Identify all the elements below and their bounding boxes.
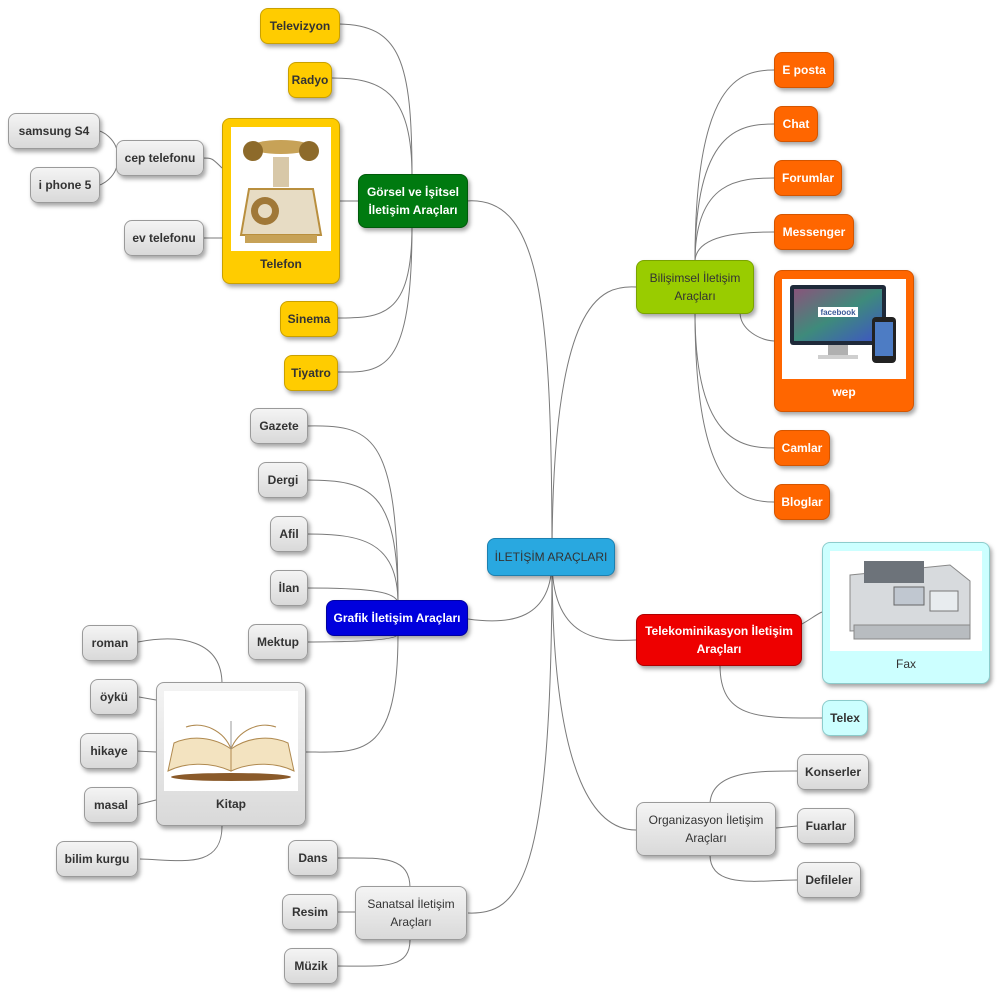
leaf-televizyon[interactable]: Televizyon [260, 8, 340, 44]
leaf-resim[interactable]: Resim [282, 894, 338, 930]
leaf-hikaye[interactable]: hikaye [80, 733, 138, 769]
fax-icon [830, 551, 982, 651]
card-telefon[interactable]: Telefon [222, 118, 340, 284]
leaf-bloglar[interactable]: Bloglar [774, 484, 830, 520]
leaf-cep-telefonu[interactable]: cep telefonu [116, 140, 204, 176]
leaf-masal[interactable]: masal [84, 787, 138, 823]
telefon-label: Telefon [260, 257, 302, 271]
root-node[interactable]: İLETİŞİM ARAÇLARI [487, 538, 615, 576]
branch-grafik[interactable]: Grafik İletişim Araçları [326, 600, 468, 636]
branch-organizasyon[interactable]: Organizasyon İletişim Araçları [636, 802, 776, 856]
leaf-radyo[interactable]: Radyo [288, 62, 332, 98]
leaf-oyku[interactable]: öykü [90, 679, 138, 715]
fax-machine-image [830, 551, 982, 651]
leaf-telex[interactable]: Telex [822, 700, 868, 736]
leaf-konserler[interactable]: Konserler [797, 754, 869, 790]
leaf-fuarlar[interactable]: Fuarlar [797, 808, 855, 844]
branch-bilisimsel[interactable]: Bilişimsel İletişim Araçları [636, 260, 754, 314]
leaf-tiyatro[interactable]: Tiyatro [284, 355, 338, 391]
wep-label: wep [832, 385, 856, 399]
leaf-gazete[interactable]: Gazete [250, 408, 308, 444]
fax-label: Fax [895, 657, 916, 671]
leaf-samsung-s4[interactable]: samsung S4 [8, 113, 100, 149]
leaf-roman[interactable]: roman [82, 625, 138, 661]
card-kitap[interactable]: Kitap [156, 682, 306, 826]
telephone-icon [231, 127, 331, 251]
kitap-label: Kitap [216, 797, 246, 811]
leaf-forumlar[interactable]: Forumlar [774, 160, 842, 196]
leaf-mektup[interactable]: Mektup [248, 624, 308, 660]
leaf-sinema[interactable]: Sinema [280, 301, 338, 337]
card-wep[interactable]: facebook wep [774, 270, 914, 412]
branch-sanatsal[interactable]: Sanatsal İletişim Araçları [355, 886, 467, 940]
leaf-afil[interactable]: Afil [270, 516, 308, 552]
leaf-ilan[interactable]: İlan [270, 570, 308, 606]
branch-gorsel[interactable]: Görsel ve İşitsel İletişim Araçları [358, 174, 468, 228]
computer-screen-image: facebook [782, 279, 906, 379]
leaf-dans[interactable]: Dans [288, 840, 338, 876]
branch-telekom[interactable]: Telekominikasyon İletişim Araçları [636, 614, 802, 666]
antique-telephone-image [231, 127, 331, 251]
leaf-ev-telefonu[interactable]: ev telefonu [124, 220, 204, 256]
leaf-chat[interactable]: Chat [774, 106, 818, 142]
leaf-dergi[interactable]: Dergi [258, 462, 308, 498]
monitor-icon: facebook [782, 279, 906, 379]
leaf-iphone-5[interactable]: i phone 5 [30, 167, 100, 203]
card-fax[interactable]: Fax [822, 542, 990, 684]
leaf-camlar[interactable]: Camlar [774, 430, 830, 466]
leaf-e-posta[interactable]: E posta [774, 52, 834, 88]
open-book-image [164, 691, 298, 791]
leaf-messenger[interactable]: Messenger [774, 214, 854, 250]
leaf-defileler[interactable]: Defileler [797, 862, 861, 898]
leaf-bilim-kurgu[interactable]: bilim kurgu [56, 841, 138, 877]
leaf-muzik[interactable]: Müzik [284, 948, 338, 984]
book-icon [164, 691, 298, 791]
facebook-screen-text: facebook [820, 308, 856, 317]
